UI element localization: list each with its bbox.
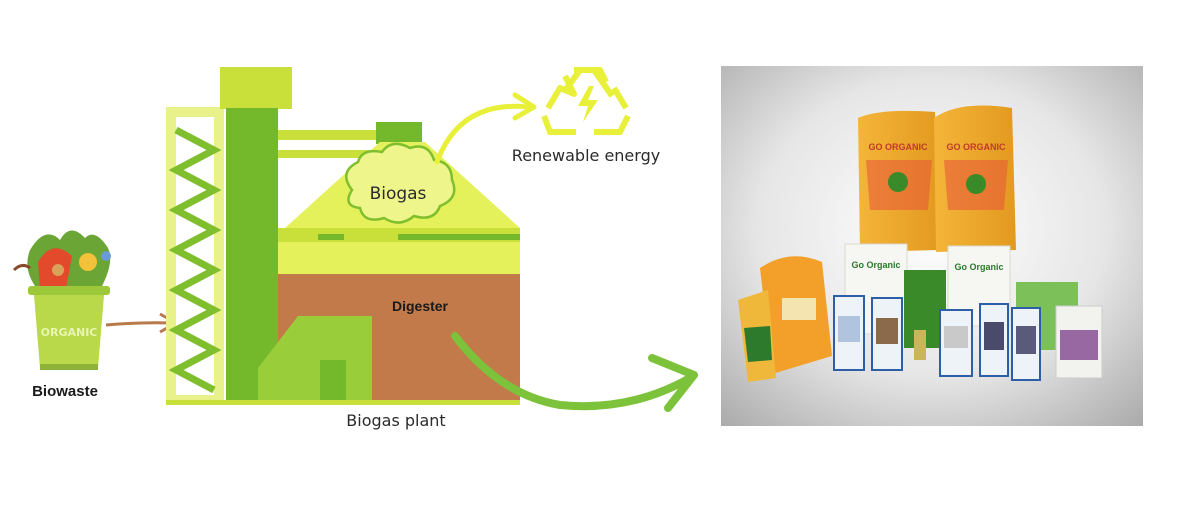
organic-fertilizer-photo: GO ORGANIC GO ORGANIC Go Organic Go Orga… — [721, 66, 1143, 426]
renewable-energy-label: Renewable energy — [512, 146, 660, 165]
biowaste-arrow — [105, 312, 180, 334]
cloud-icon — [345, 142, 456, 224]
sack-right-brand: GO ORGANIC — [946, 142, 1006, 152]
bin-label: ORGANIC — [41, 326, 98, 339]
large-sack-left: GO ORGANIC — [858, 110, 940, 252]
pack-brand-2: Go Organic — [954, 262, 1003, 272]
trash-bin-icon: ORGANIC — [12, 230, 111, 370]
product-arrow — [451, 332, 698, 412]
recycle-energy-icon — [541, 67, 631, 135]
digester-label: Digester — [392, 298, 449, 314]
biowaste-label: Biowaste — [32, 383, 98, 400]
biogas-plant-label: Biogas plant — [346, 411, 445, 430]
large-sack-right: GO ORGANIC — [934, 105, 1016, 253]
biogas-label: Biogas — [370, 184, 427, 204]
biogas-plant — [166, 67, 520, 405]
sack-left-brand: GO ORGANIC — [868, 142, 928, 152]
energy-arrow — [434, 92, 537, 165]
pack-brand-1: Go Organic — [851, 260, 900, 270]
